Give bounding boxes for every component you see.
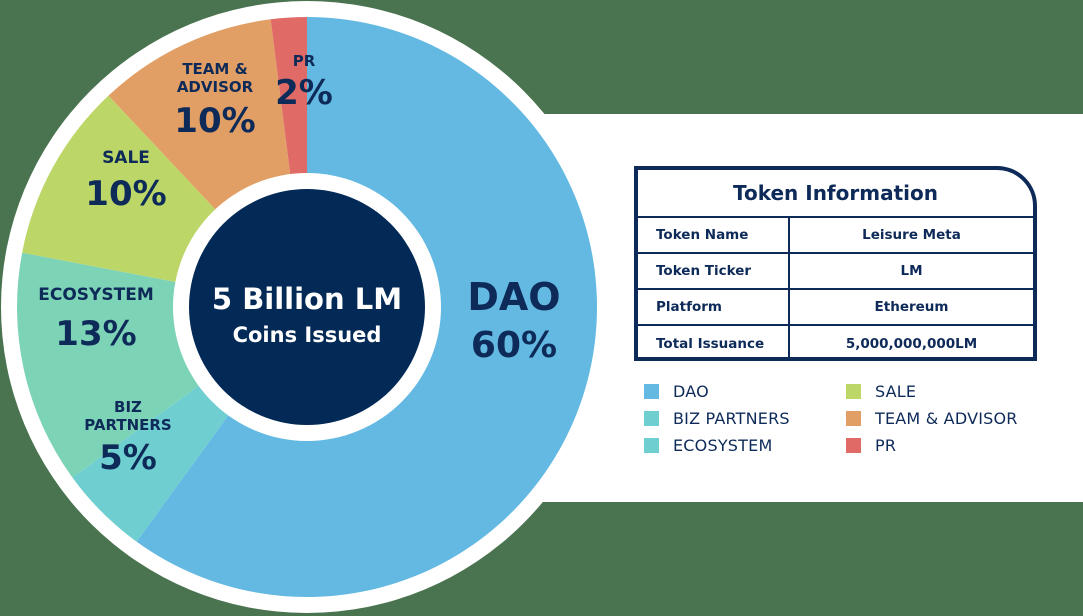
legend-label: SALE xyxy=(875,381,917,401)
svg-text:60%: 60% xyxy=(471,325,557,366)
legend-swatch-icon xyxy=(644,410,659,426)
center-circle xyxy=(189,189,425,425)
table-row-token-ticker: Token Ticker LM xyxy=(638,254,1033,290)
legend-swatch-icon xyxy=(846,410,861,426)
row-key: Platform xyxy=(638,290,790,324)
svg-text:TEAM &: TEAM & xyxy=(182,60,247,78)
legend-swatch-icon xyxy=(644,383,659,399)
row-value: LM xyxy=(900,263,923,279)
legend-label: TEAM & ADVISOR xyxy=(875,408,1018,428)
row-value: Leisure Meta xyxy=(862,227,961,243)
slice-label-pr: PR 2% xyxy=(275,52,333,113)
row-value: 5,000,000,000LM xyxy=(845,335,978,352)
token-information-title: Token Information xyxy=(638,170,1033,218)
row-key: Token Ticker xyxy=(638,254,790,288)
legend-label: DAO xyxy=(673,381,709,401)
slice-label-ecosystem: ECOSYSTEM 13% xyxy=(38,285,153,354)
row-key: Total Issuance xyxy=(638,326,790,361)
legend-label: ECOSYSTEM xyxy=(673,435,773,455)
slice-label-dao: DAO 60% xyxy=(467,275,560,366)
legend-item-team-advisor: TEAM & ADVISOR xyxy=(846,408,1044,428)
legend-item-ecosystem: ECOSYSTEM xyxy=(644,435,846,455)
table-row-platform: Platform Ethereum xyxy=(638,290,1033,326)
token-information-table: Token Information Token Name Leisure Met… xyxy=(634,166,1037,361)
legend-swatch-icon xyxy=(644,437,659,453)
row-value: Ethereum xyxy=(874,299,949,315)
slice-label-sale: SALE 10% xyxy=(85,148,166,214)
svg-text:PARTNERS: PARTNERS xyxy=(84,416,172,434)
svg-text:ECOSYSTEM: ECOSYSTEM xyxy=(38,285,153,305)
center-subtitle: Coins Issued xyxy=(233,323,382,347)
svg-text:SALE: SALE xyxy=(102,148,150,168)
legend-item-dao: DAO xyxy=(644,381,846,401)
svg-text:5%: 5% xyxy=(99,438,157,478)
legend-item-pr: PR xyxy=(846,435,1044,455)
svg-text:DAO: DAO xyxy=(467,275,560,319)
svg-text:10%: 10% xyxy=(85,174,166,214)
legend-label: PR xyxy=(875,435,897,455)
chart-legend: DAO SALE BIZ PARTNERS TEAM & ADVISOR ECOSYST… xyxy=(644,381,1044,455)
legend-item-biz-partners: BIZ PARTNERS xyxy=(644,408,846,428)
slice-label-team-advisor: TEAM & ADVISOR 10% xyxy=(174,60,255,141)
legend-item-sale: SALE xyxy=(846,381,1044,401)
svg-text:2%: 2% xyxy=(275,73,333,113)
svg-text:ADVISOR: ADVISOR xyxy=(177,78,254,96)
table-row-total-issuance: Total Issuance 5,000,000,000LM xyxy=(638,326,1033,361)
legend-swatch-icon xyxy=(846,383,861,399)
legend-label: BIZ PARTNERS xyxy=(673,408,790,428)
center-title: 5 Billion LM xyxy=(212,282,402,316)
slice-label-biz-partners: BIZ PARTNERS 5% xyxy=(84,398,172,478)
legend-swatch-icon xyxy=(846,437,861,453)
svg-text:13%: 13% xyxy=(55,314,136,354)
token-distribution-donut-chart: 5 Billion LM Coins Issued DAO 60% BIZ PA… xyxy=(1,1,613,613)
svg-text:PR: PR xyxy=(293,52,316,70)
table-row-token-name: Token Name Leisure Meta xyxy=(638,218,1033,254)
svg-text:BIZ: BIZ xyxy=(114,398,142,416)
row-key: Token Name xyxy=(638,218,790,252)
svg-text:10%: 10% xyxy=(174,101,255,141)
